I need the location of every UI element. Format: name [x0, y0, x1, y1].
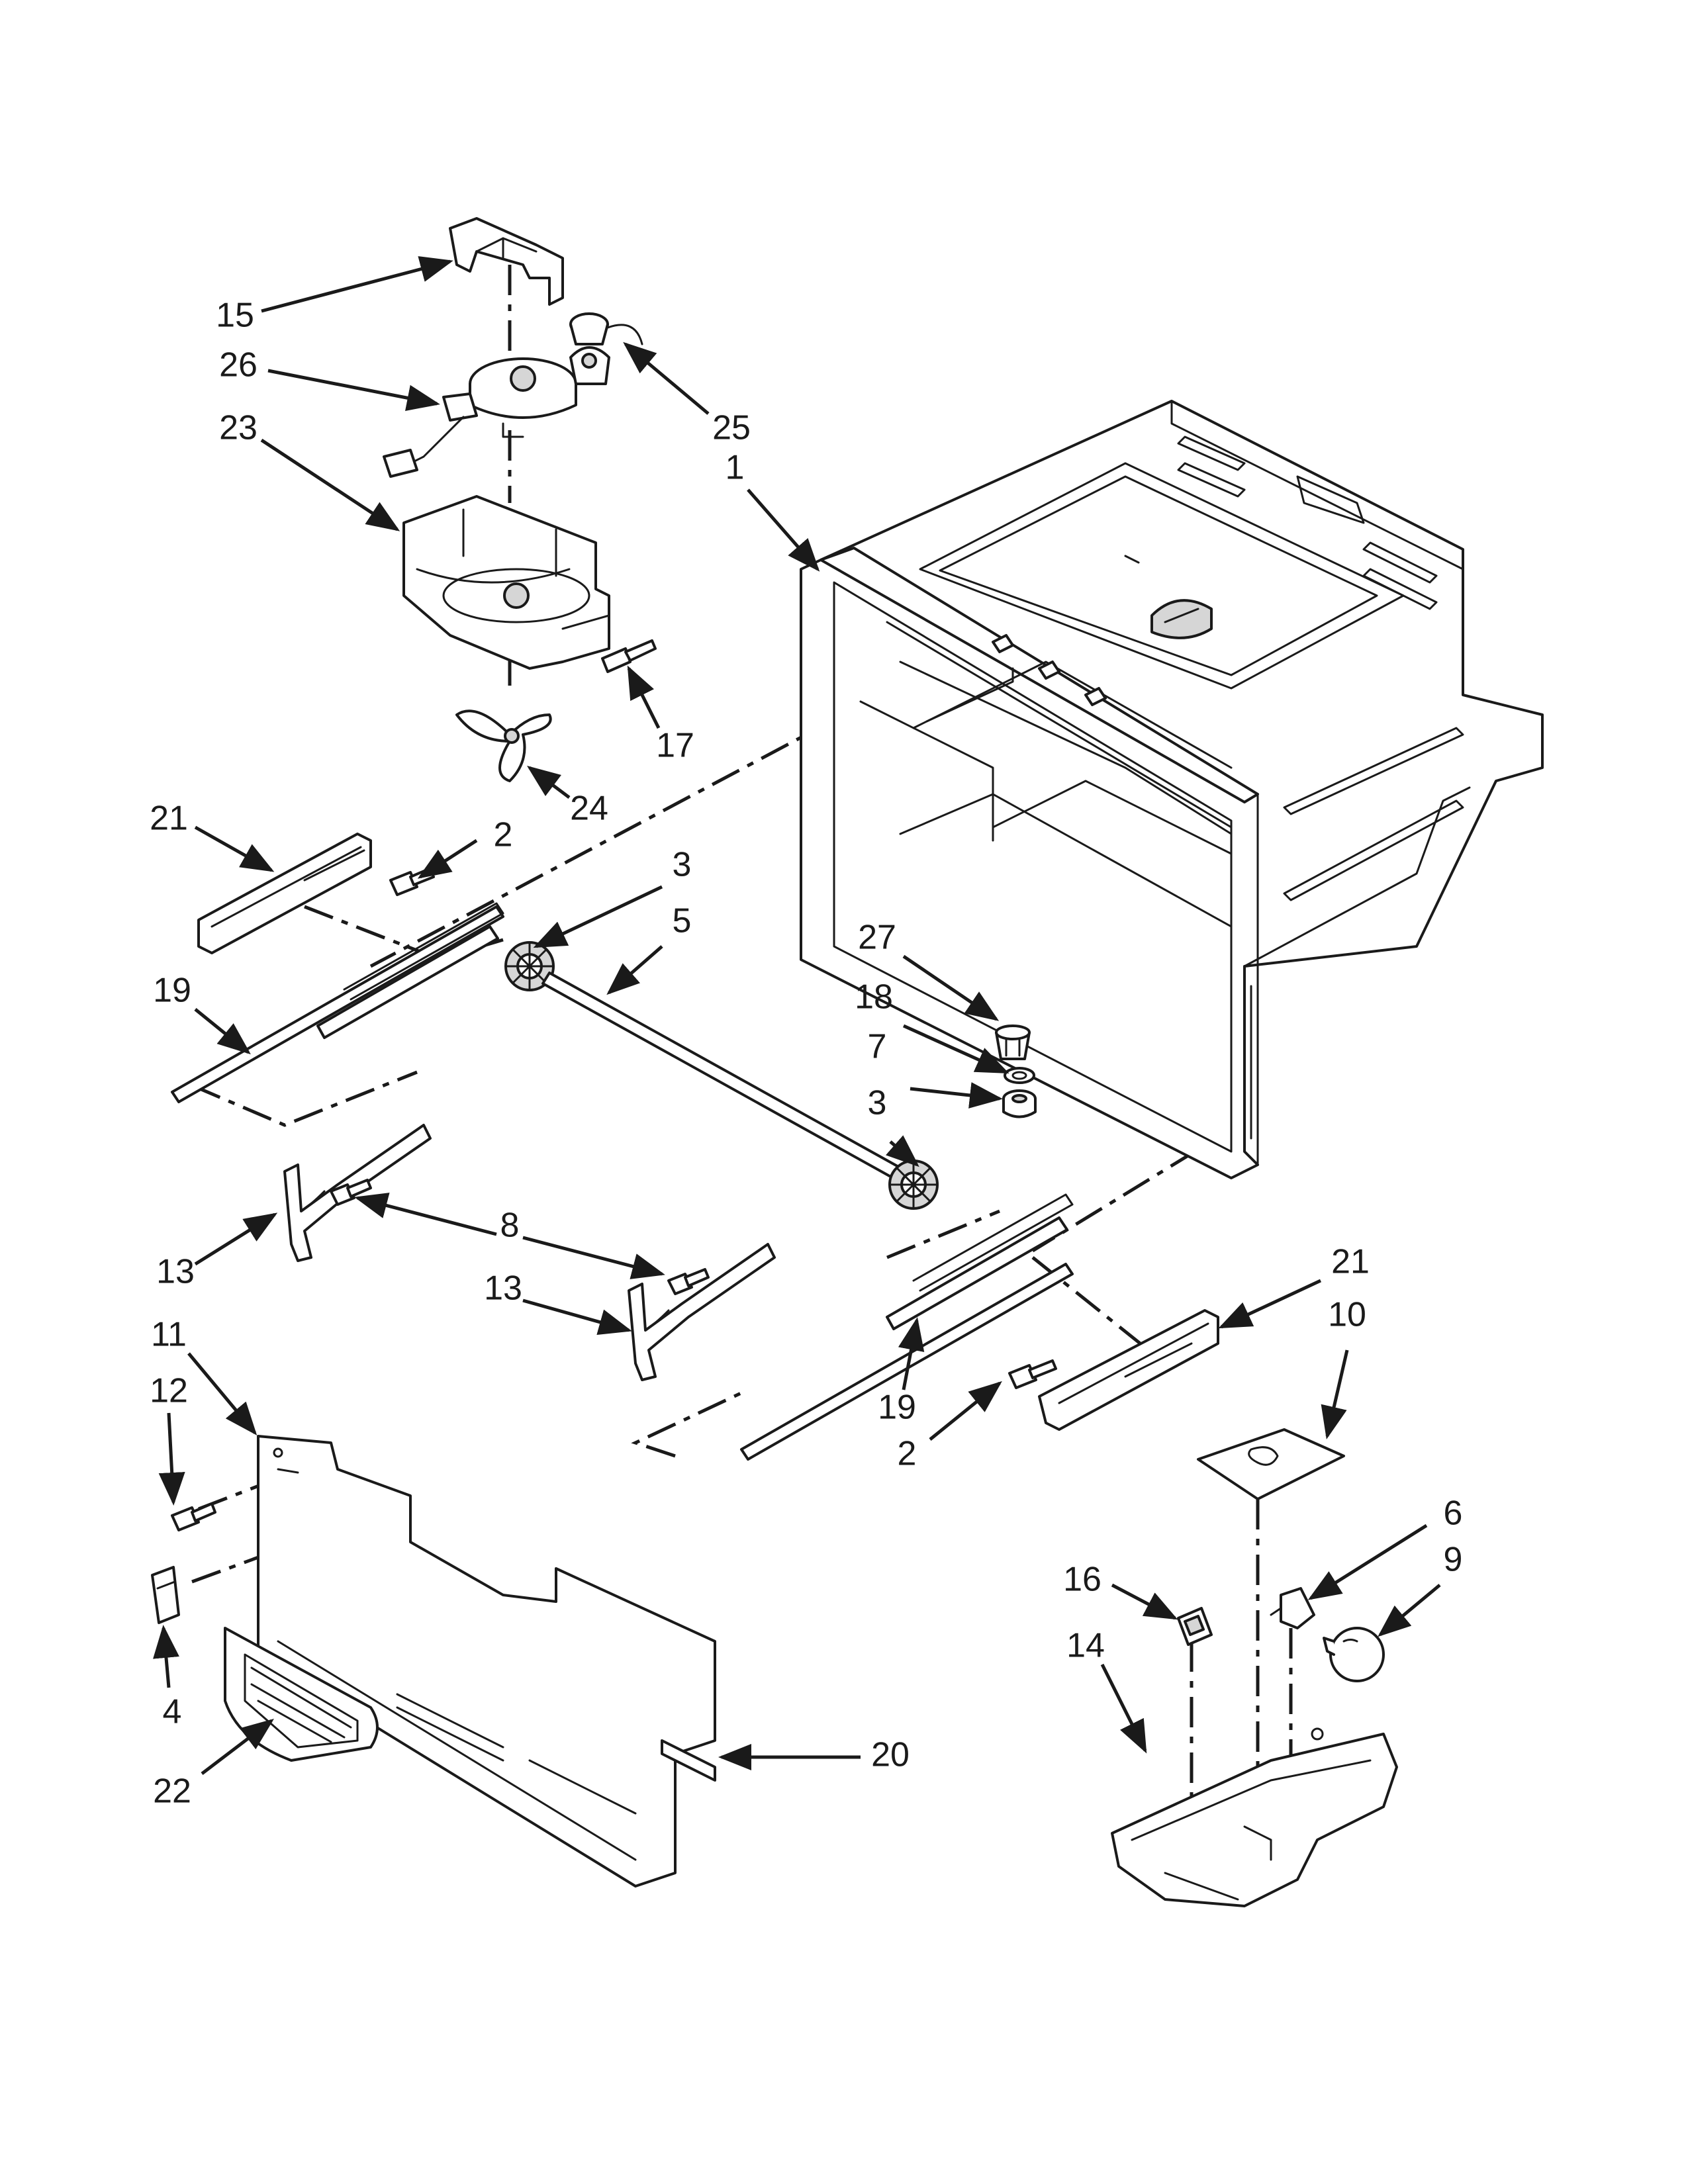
insulation-strip [661, 1739, 716, 1782]
light-housing [1111, 1727, 1398, 1907]
callout-20: 20 [871, 1736, 910, 1774]
callout-27: 27 [858, 919, 896, 957]
callout-19-lower: 19 [878, 1388, 916, 1427]
callout-24: 24 [570, 790, 608, 828]
left-drawer-slide [171, 902, 504, 1103]
left-slide-support [283, 1124, 432, 1262]
callout-13-left: 13 [156, 1253, 195, 1291]
pinion-rod [541, 972, 908, 1183]
panel-screw [171, 1502, 216, 1531]
leader-lines [153, 256, 1441, 1775]
washer [1004, 1067, 1035, 1084]
callout-11: 11 [151, 1316, 187, 1354]
bushing [1002, 1089, 1037, 1118]
right-bracket-screw [1008, 1359, 1057, 1389]
fan-screw [601, 639, 657, 673]
callout-26: 26 [219, 346, 258, 385]
center-support-screw [667, 1268, 710, 1295]
gear-upper [504, 941, 555, 991]
left-slide-bracket [197, 833, 372, 954]
callout-labels: 15 26 23 25 1 17 24 21 2 3 5 19 27 18 7 … [150, 296, 1462, 1811]
right-drawer-slide [740, 1193, 1074, 1461]
rear-panel [257, 1435, 716, 1888]
callout-15: 15 [216, 296, 254, 335]
callout-25: 25 [712, 409, 751, 447]
fan-motor-bracket [449, 217, 564, 306]
callout-3-lower: 3 [868, 1084, 887, 1122]
callout-21-lower: 21 [1331, 1243, 1370, 1281]
callout-19-upper: 19 [153, 972, 191, 1010]
lamp-socket [1270, 1587, 1315, 1629]
foam-label [1197, 1428, 1345, 1500]
slide-cap [995, 1024, 1031, 1060]
fan-housing [402, 495, 610, 670]
callout-22: 22 [153, 1772, 191, 1811]
callout-21-upper: 21 [150, 799, 188, 838]
fan-motor [383, 357, 577, 478]
callout-2-upper: 2 [494, 816, 513, 854]
callout-9: 9 [1444, 1541, 1463, 1579]
callout-13-center: 13 [484, 1269, 522, 1308]
center-slide-support [628, 1243, 776, 1381]
callout-23: 23 [219, 409, 258, 447]
gear-lower [888, 1160, 939, 1210]
callout-2-lower: 2 [898, 1435, 917, 1473]
callout-8: 8 [500, 1206, 520, 1245]
callout-4: 4 [163, 1693, 182, 1731]
right-slide-bracket [1038, 1309, 1219, 1431]
light-bulb [1323, 1627, 1385, 1682]
panel-clip [151, 1566, 180, 1624]
callout-6: 6 [1444, 1494, 1463, 1533]
callout-5: 5 [673, 902, 692, 940]
fan-thermistor [569, 312, 643, 385]
callout-12: 12 [150, 1372, 188, 1410]
callout-14: 14 [1066, 1627, 1105, 1665]
callout-3-upper: 3 [673, 846, 692, 884]
left-support-screw [330, 1179, 372, 1206]
callout-17: 17 [656, 727, 694, 765]
callout-10: 10 [1328, 1296, 1366, 1334]
fan-blade [455, 709, 552, 782]
callout-1: 1 [726, 449, 745, 487]
freezer-bin [800, 400, 1544, 1179]
light-switch [1177, 1607, 1213, 1646]
callout-18: 18 [855, 978, 893, 1017]
callout-7: 7 [868, 1028, 887, 1066]
callout-16: 16 [1063, 1561, 1102, 1599]
